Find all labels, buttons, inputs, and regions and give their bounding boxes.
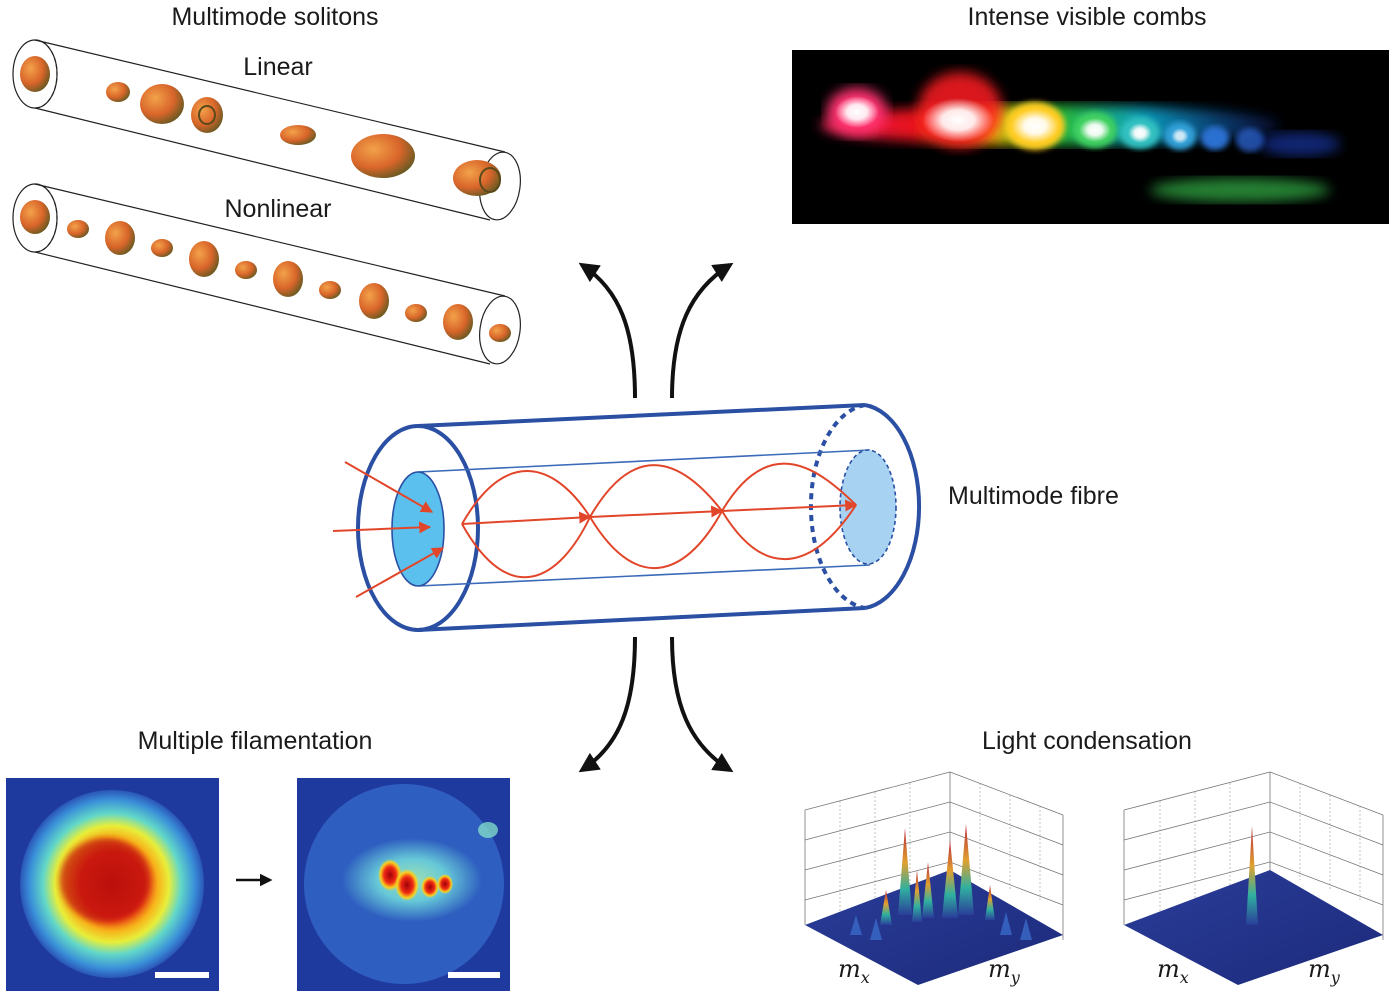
linear-label: Linear <box>243 53 313 81</box>
mx-axis-label-right: mx <box>1157 955 1189 987</box>
nonlinear-label: Nonlinear <box>224 195 332 223</box>
fibre-label: Multimode fibre <box>948 482 1119 510</box>
arrow-to-condensation <box>670 636 734 773</box>
light-rays <box>332 461 858 598</box>
arrow-to-filamentation <box>578 636 637 773</box>
combs-photo <box>792 50 1389 224</box>
filamentation-title: Multiple filamentation <box>137 727 373 755</box>
condensation-plot-left: mx my <box>804 771 1064 987</box>
filament-image-before <box>6 778 219 991</box>
filament-image-after <box>297 778 510 991</box>
solitons-title: Multimode solitons <box>171 3 379 31</box>
my-axis-label-left: my <box>988 955 1021 987</box>
multimode-fibre <box>356 403 922 632</box>
arrow-to-combs <box>670 262 734 399</box>
my-axis-label-right: my <box>1308 955 1341 987</box>
soliton-tube-nonlinear <box>12 183 521 365</box>
arrow-to-solitons <box>578 262 637 399</box>
combs-title: Intense visible combs <box>967 3 1207 31</box>
condensation-plot-right: mx my <box>1123 771 1384 987</box>
soliton-tube-linear <box>12 39 521 221</box>
mx-axis-label-left: mx <box>838 955 870 987</box>
condensation-title: Light condensation <box>982 727 1192 755</box>
